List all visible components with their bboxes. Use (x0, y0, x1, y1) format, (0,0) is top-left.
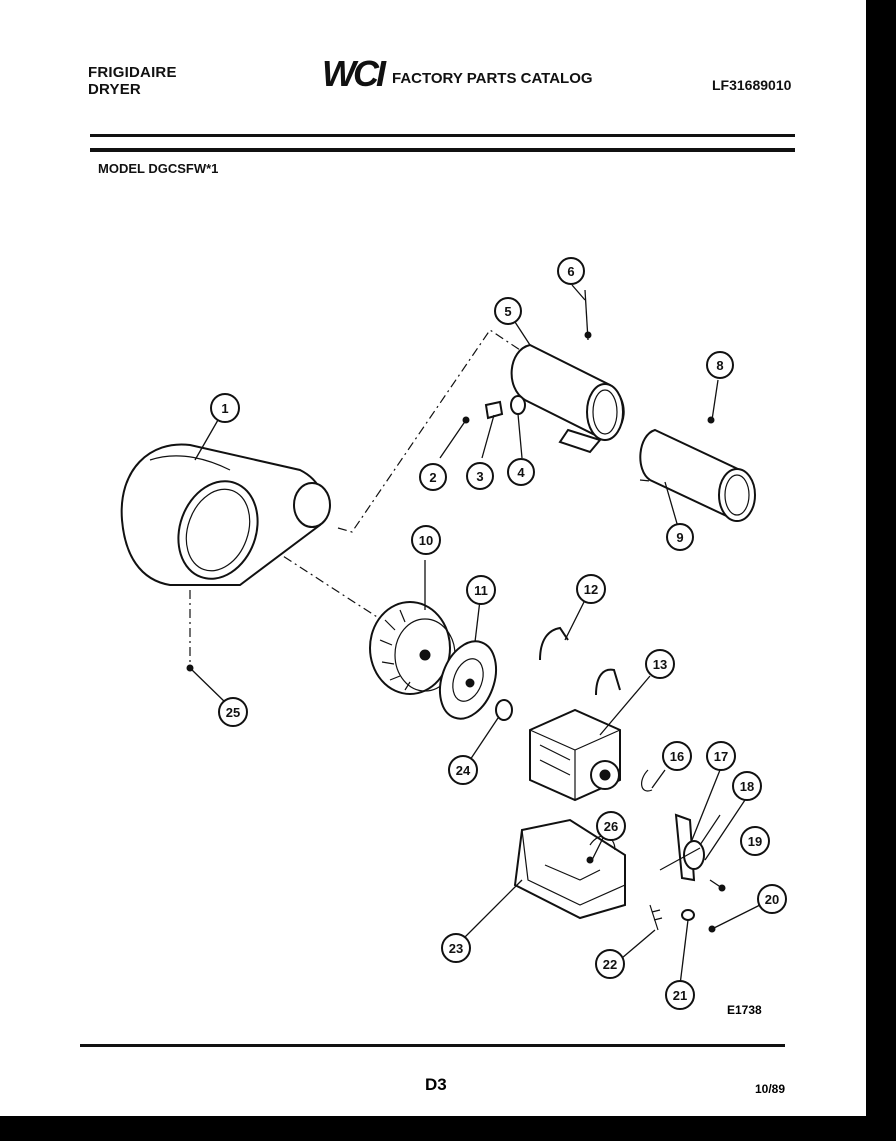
callout-9: 9 (666, 523, 694, 551)
screw-6-part (584, 331, 592, 339)
blower-plate-part (438, 640, 498, 720)
svg-text:16: 16 (670, 749, 684, 764)
callout-19: 19 (740, 826, 770, 856)
spring-22-part (649, 904, 663, 931)
callout-11: 11 (466, 575, 496, 605)
callout-18: 18 (732, 771, 762, 801)
callout-17: 17 (706, 741, 736, 771)
callout-8: 8 (706, 351, 734, 379)
clip-16-part (641, 769, 653, 792)
callout-16: 16 (662, 741, 692, 771)
catalog-page: FRIGIDAIRE DRYER WCI FACTORY PARTS CATAL… (0, 0, 866, 1116)
bushing-part (495, 699, 513, 721)
catalog-date: 10/89 (755, 1082, 786, 1096)
svg-text:12: 12 (584, 582, 598, 597)
callout-1: 1 (210, 393, 240, 423)
callout-26: 26 (596, 811, 626, 841)
screw-20-part (708, 925, 716, 933)
screw-19-part (718, 884, 726, 892)
svg-text:5: 5 (504, 304, 511, 319)
svg-text:19: 19 (748, 834, 762, 849)
callout-3: 3 (466, 462, 494, 490)
svg-text:21: 21 (673, 988, 687, 1003)
svg-text:26: 26 (604, 819, 618, 834)
motor-mount-part (513, 818, 626, 920)
svg-text:10: 10 (419, 533, 433, 548)
callout-24: 24 (448, 755, 478, 785)
callout-20: 20 (757, 884, 787, 914)
callout-6: 6 (557, 257, 585, 285)
callout-5: 5 (494, 297, 522, 325)
svg-text:11: 11 (474, 583, 488, 598)
screw-8-part (707, 416, 715, 424)
blower-housing-part (120, 443, 331, 586)
thermostat-3-part (484, 400, 504, 420)
svg-text:2: 2 (429, 470, 436, 485)
callout-23: 23 (441, 933, 471, 963)
svg-text:18: 18 (740, 779, 754, 794)
assembly-line-duct (337, 329, 521, 533)
catalog-title: FACTORY PARTS CATALOG (392, 70, 593, 87)
svg-text:9: 9 (676, 530, 683, 545)
drive-motor-part (529, 708, 621, 802)
footer-rule (80, 1044, 785, 1047)
page-number: D3 (425, 1075, 447, 1094)
callout-4: 4 (507, 458, 535, 486)
svg-text:20: 20 (765, 892, 779, 907)
catalog-number: LF31689010 (712, 77, 792, 93)
callout-22: 22 (595, 949, 625, 979)
svg-text:8: 8 (716, 358, 723, 373)
svg-text:6: 6 (567, 264, 574, 279)
screw-26-part (586, 856, 594, 864)
svg-text:22: 22 (603, 957, 617, 972)
strap-13-part (595, 668, 621, 696)
heater-element-part (639, 428, 756, 522)
header-rule-thin (90, 148, 795, 152)
blower-wheel-part (369, 601, 456, 695)
callout-12: 12 (576, 574, 606, 604)
strap-12-part (539, 626, 569, 661)
heater-housing-part (510, 343, 625, 454)
wci-logo: WCI (322, 53, 386, 94)
svg-text:13: 13 (653, 657, 667, 672)
brand-name: FRIGIDAIRE (88, 64, 177, 81)
model-label: MODEL DGCSFW*1 (98, 161, 219, 176)
callout-13: 13 (645, 649, 675, 679)
callout-25: 25 (218, 697, 248, 727)
brand-block: FRIGIDAIRE DRYER (88, 64, 177, 98)
nut-21-part (681, 909, 695, 921)
svg-text:24: 24 (456, 763, 471, 778)
exploded-parts-diagram: 1 2 3 4 5 6 8 9 10 11 12 13 16 17 18 19 … (120, 257, 787, 1010)
callout-2: 2 (419, 463, 447, 491)
assembly-line-heater (639, 479, 661, 483)
svg-text:1: 1 (221, 401, 228, 416)
svg-text:3: 3 (476, 469, 483, 484)
callout-10: 10 (411, 525, 441, 555)
svg-text:17: 17 (714, 749, 728, 764)
svg-text:23: 23 (449, 941, 463, 956)
svg-text:4: 4 (517, 465, 525, 480)
switch-lever-part (659, 813, 721, 882)
svg-text:25: 25 (226, 705, 240, 720)
clip-4-part (510, 395, 526, 415)
diagram-code: E1738 (727, 1003, 762, 1017)
product-type: DRYER (88, 81, 141, 98)
header-rule-thick (90, 134, 795, 137)
callout-21: 21 (665, 980, 695, 1010)
